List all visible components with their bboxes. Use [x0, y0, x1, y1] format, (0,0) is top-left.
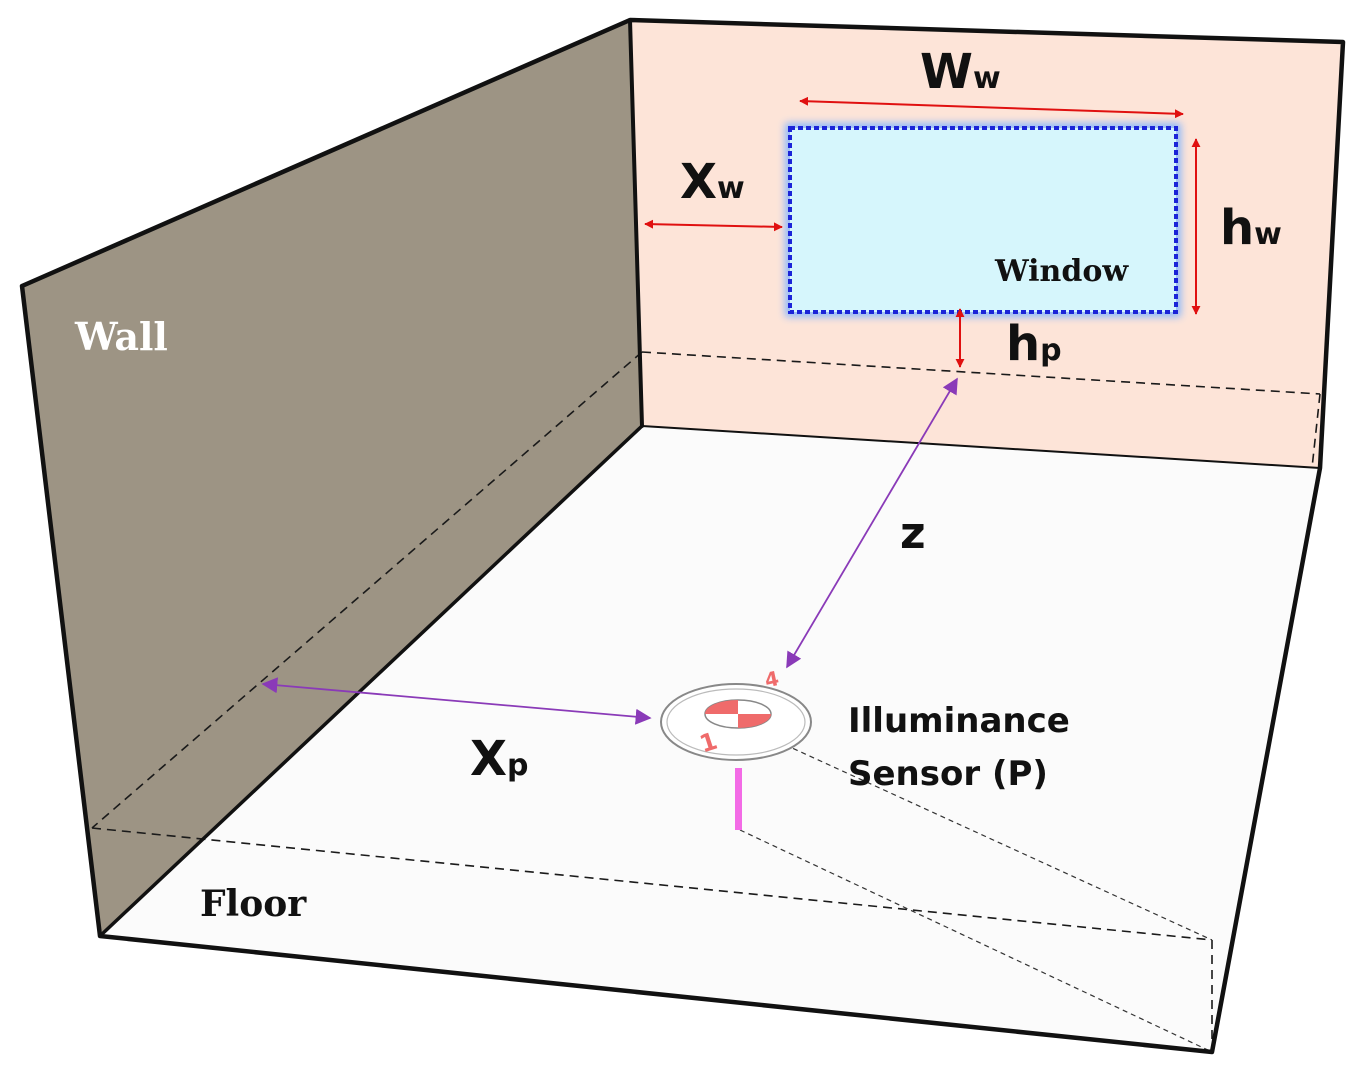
window-label: Window: [994, 254, 1129, 289]
xw-arrow: [644, 219, 783, 232]
z-arrow: [786, 377, 958, 669]
dashed-reference-lines: [91, 351, 1321, 1052]
z-label: z: [900, 508, 926, 559]
dimension-arrows: [644, 96, 1201, 368]
window-pane: [788, 126, 1178, 314]
sensor-stem: [735, 768, 742, 830]
sensor-label-line2: Sensor (P): [848, 754, 1048, 794]
xw-label: Xw: [680, 154, 745, 210]
illuminance-sensor: 1 4: [660, 666, 812, 830]
sensor-quadrant-a: [738, 714, 771, 728]
wall-label: Wall: [74, 314, 168, 359]
side-wall-surface: [22, 20, 642, 936]
xp-label: Xp: [470, 731, 529, 787]
floor-label: Floor: [200, 883, 307, 925]
window: [785, 123, 1181, 317]
hw-label: hw: [1220, 200, 1282, 256]
projection-lines: [739, 725, 1213, 1053]
ww-label: Ww: [920, 44, 1001, 100]
xp-arrow: [261, 677, 652, 725]
hp-label: hp: [1006, 316, 1062, 372]
sensor-label-line1: Illuminance: [848, 701, 1070, 741]
sensor-mark-4: 4: [762, 666, 781, 692]
sensor-quadrant-b: [705, 700, 738, 714]
ww-arrow: [799, 96, 1184, 119]
distance-arrows: [261, 377, 958, 725]
